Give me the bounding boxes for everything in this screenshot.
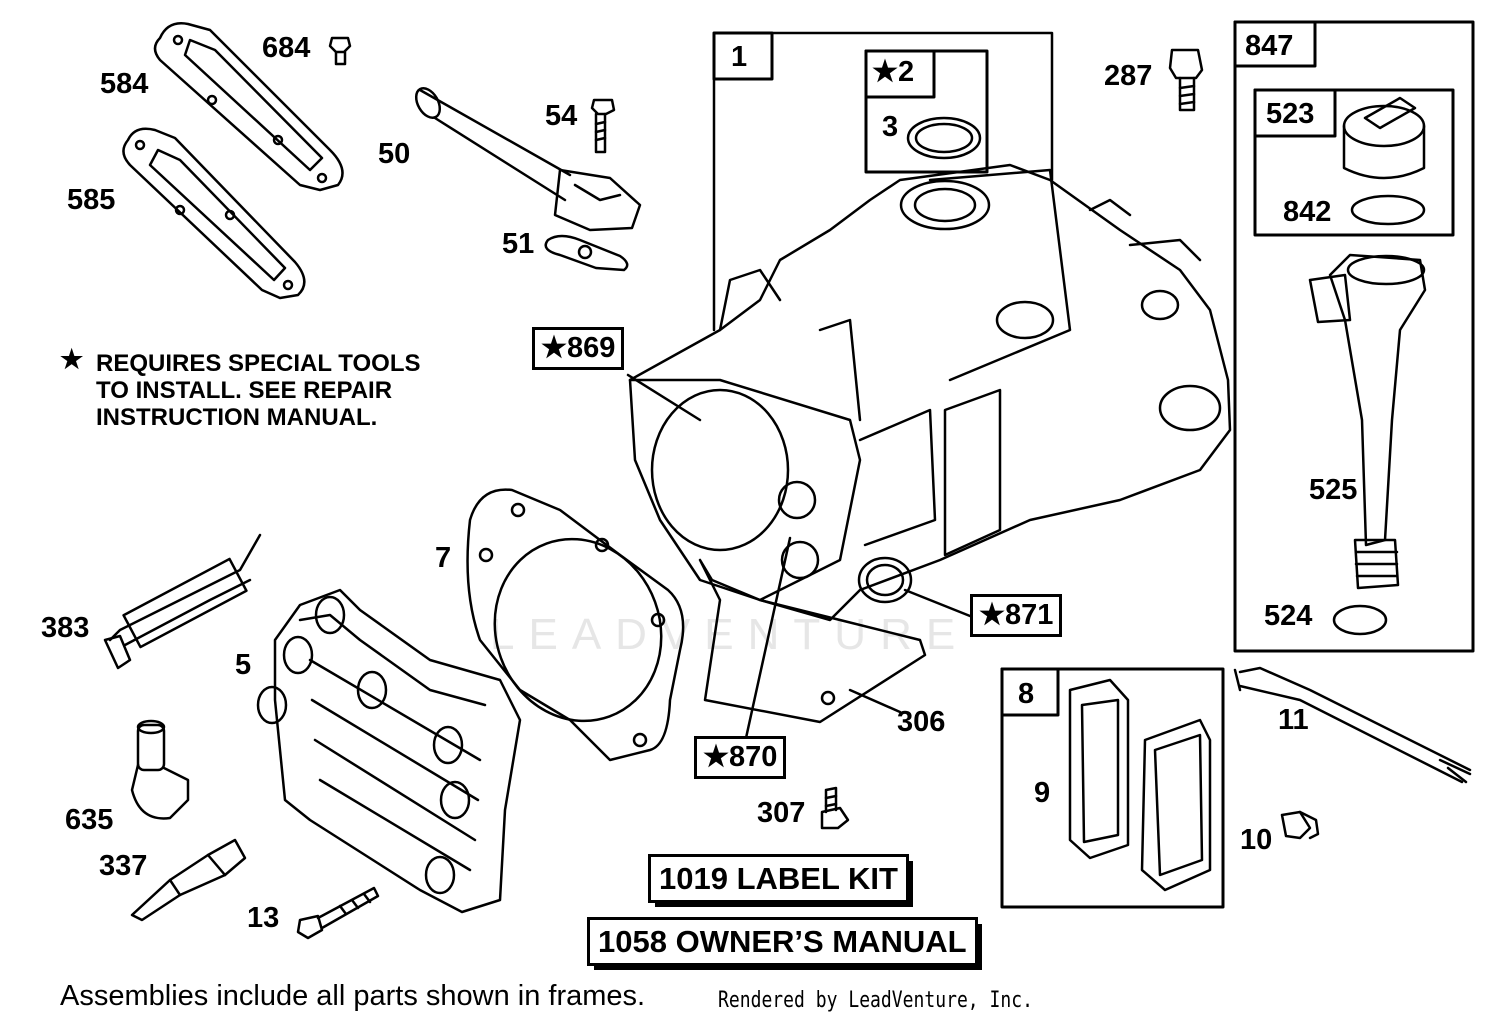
part-584-label: 584 [100, 68, 149, 100]
part-524-label: 524 [1264, 600, 1313, 632]
bolt-13 [296, 886, 380, 940]
owners-manual-box: 1058 OWNER’S MANUAL [587, 917, 982, 970]
cap-523 [1342, 96, 1426, 180]
frame-2-label: ★2 [872, 56, 915, 88]
screw-307 [820, 786, 850, 830]
part-585-label: 585 [67, 184, 116, 216]
assemblies-footnote: Assemblies include all parts shown in fr… [60, 980, 646, 1012]
note-line-1: REQUIRES SPECIAL TOOLS [96, 350, 421, 377]
frame-8-label: 8 [1018, 678, 1035, 710]
part-50-label: 50 [378, 138, 411, 170]
ring-3 [906, 116, 982, 160]
part-307-label: 307 [757, 797, 806, 829]
o-ring-524 [1332, 604, 1388, 636]
gasket-585 [122, 127, 306, 300]
gasket-306 [698, 558, 927, 724]
screw-10 [1280, 810, 1320, 840]
spark-plug-337 [130, 838, 247, 922]
frame-523-outline [1253, 88, 1455, 237]
leader-869 [626, 373, 702, 422]
note-line-3: INSTRUCTION MANUAL. [96, 404, 378, 431]
part-684-label: 684 [262, 32, 311, 64]
part-869-label: ★869 [532, 327, 625, 370]
part-525-label: 525 [1309, 474, 1358, 506]
part-51-label: 51 [502, 228, 535, 260]
tube-50 [414, 87, 642, 232]
part-287-label: 287 [1104, 60, 1153, 92]
watermark: LEADVENTURE [490, 610, 970, 659]
part-13-label: 13 [247, 902, 280, 934]
leader-870 [744, 536, 792, 740]
part-842-label: 842 [1283, 196, 1332, 228]
part-11-label: 11 [1278, 704, 1309, 736]
tube-525 [1308, 253, 1427, 590]
frame-847-outline [1233, 20, 1475, 653]
part-337-label: 337 [99, 850, 148, 882]
frame-523-label: 523 [1266, 98, 1315, 130]
frame-8-outline [1000, 667, 1225, 909]
part-306-label: 306 [897, 706, 946, 738]
rendered-by-credit: Rendered by LeadVenture, Inc. [718, 988, 1033, 1013]
breather-gasket-9 [1068, 678, 1130, 860]
tube-11 [1233, 666, 1472, 784]
part-870-label: ★870 [694, 736, 787, 779]
head-gasket-7 [466, 488, 685, 762]
part-54-label: 54 [545, 100, 578, 132]
part-7-label: 7 [435, 542, 452, 574]
part-871-label: ★871 [970, 594, 1063, 637]
screw-54 [590, 98, 616, 154]
frame-1-outline [712, 31, 1054, 332]
tube-383 [103, 533, 262, 670]
frame-1-label: 1 [731, 41, 748, 73]
gasket-51 [544, 234, 629, 272]
note-line-2: TO INSTALL. SEE REPAIR [96, 377, 393, 404]
special-tools-note: ★ REQUIRES SPECIAL TOOLS TO INSTALL. SEE… [60, 346, 421, 432]
leader-871 [903, 588, 972, 618]
part-5-label: 5 [235, 649, 252, 681]
breather-cover [1140, 718, 1212, 892]
star-icon: ★ [60, 344, 84, 374]
cylinder-block [628, 163, 1232, 622]
fitting-635 [130, 719, 190, 820]
cylinder-head-5 [256, 588, 522, 914]
bolt-287 [1168, 48, 1204, 112]
frame-847-label: 847 [1245, 30, 1294, 62]
frame-2-outline [864, 49, 989, 174]
part-10-label: 10 [1240, 824, 1273, 856]
o-ring-842 [1350, 194, 1426, 226]
part-9-label: 9 [1034, 777, 1051, 809]
screw-684 [328, 36, 352, 66]
label-kit-box: 1019 LABEL KIT [648, 854, 913, 907]
part-383-label: 383 [41, 612, 90, 644]
gasket-584 [153, 22, 344, 192]
part-635-label: 635 [65, 804, 114, 836]
part-3-label: 3 [882, 111, 899, 143]
